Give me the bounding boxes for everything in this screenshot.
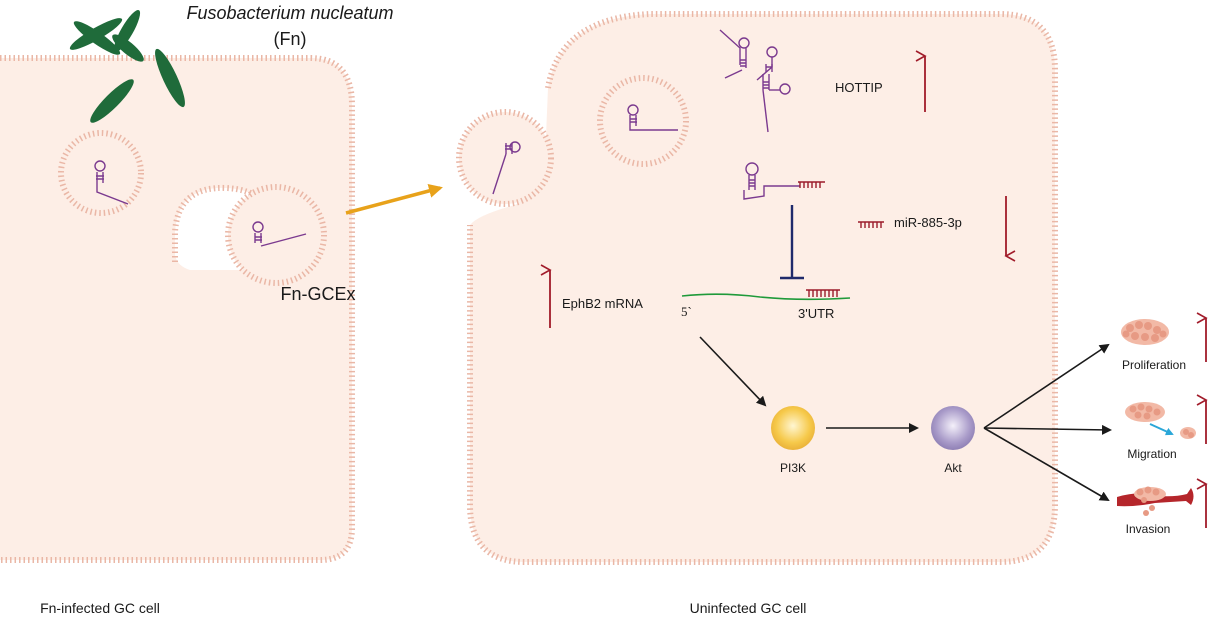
uninfected-cell-body [470, 14, 1055, 562]
bacterium [90, 79, 134, 123]
uninfected-cell-membrane [467, 11, 1058, 565]
endocytosis-vesicle [456, 109, 554, 207]
hottip-lncrnas [719, 29, 791, 133]
transfer-arrow [345, 184, 443, 215]
bacterium-abbr: (Fn) [273, 29, 307, 49]
intracellular-vesicle [58, 130, 144, 216]
akt-to-migration-arrow [983, 424, 1112, 435]
migration-label: Migration [1127, 447, 1177, 461]
migration-icon [1125, 402, 1196, 439]
lncrna-hairpin [492, 141, 521, 195]
fusobacteria [69, 10, 185, 123]
infected-cell [0, 55, 355, 563]
ephb2-mrna [681, 289, 851, 301]
bacterium-name: Fusobacterium nucleatum [186, 3, 394, 23]
akt-label: Akt [944, 461, 962, 475]
lncrna-hairpin [627, 104, 678, 131]
proliferation-icon [1121, 319, 1169, 345]
lncrna-hairpin [94, 160, 129, 205]
invasion-icon [1117, 486, 1194, 516]
inhibition-symbol [780, 205, 804, 280]
infected-cell-caption: Fn-infected GC cell [40, 600, 160, 616]
proliferation-label: Proliferation [1121, 358, 1187, 372]
bacterium [155, 48, 185, 108]
uninfected-cell-caption: Uninfected GC cell [689, 600, 807, 616]
mirna-icon [858, 221, 884, 228]
invasion-label: Invasion [1125, 522, 1171, 536]
bacterium [112, 34, 144, 62]
akt-node [931, 406, 975, 450]
exosome-fn-gcex [225, 184, 327, 286]
infected-cell-body [0, 58, 352, 560]
mirna-label: miR-885-3p [894, 215, 962, 230]
hottip-label: HOTTIP [835, 80, 883, 95]
uninfected-cell [467, 11, 1058, 565]
hottip-mirna-complex [743, 162, 825, 200]
ephb2-mrna-label: EphB2 mRNA [562, 296, 643, 311]
three-utr-label: 3'UTR [798, 306, 835, 321]
pi3k-label: PI3K [779, 461, 807, 475]
akt-to-proliferation-arrow [983, 343, 1110, 429]
pi3k-node [771, 406, 815, 450]
akt-to-invasion-arrow [983, 427, 1110, 502]
lncrna-hairpin [252, 221, 307, 247]
exosome-label: Fn-GCEx [280, 284, 356, 304]
infected-cell-membrane [0, 55, 355, 563]
bacterium [73, 21, 121, 55]
five-prime-label: 5` [681, 304, 692, 319]
internal-vesicle [597, 75, 689, 167]
ephb2-to-pi3k-arrow [699, 336, 767, 407]
